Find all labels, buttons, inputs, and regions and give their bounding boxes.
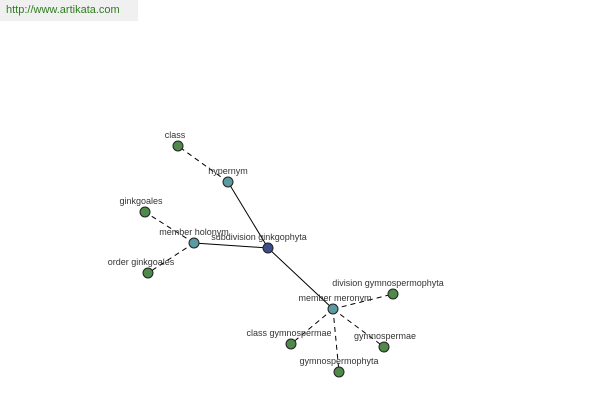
- edge-center-hypernym: [227, 181, 269, 249]
- label-ginkgoales: ginkgoales: [119, 196, 163, 206]
- node-member-holonym[interactable]: [188, 237, 200, 249]
- label-gymnospermophyta: gymnospermophyta: [299, 356, 378, 366]
- edge-meronym-gymnospermophyta: [332, 308, 340, 373]
- edge-center-member-holonym: [193, 242, 269, 249]
- label-hypernym: hypernym: [208, 166, 248, 176]
- node-division-gymnospermophyta[interactable]: [387, 288, 399, 300]
- label-center: subdivision ginkgophyta: [211, 232, 307, 242]
- node-class[interactable]: [172, 140, 184, 152]
- node-hypernym[interactable]: [222, 176, 234, 188]
- label-order-ginkgoales: order ginkgoales: [108, 257, 175, 267]
- edge-hypernym-class: [177, 145, 229, 183]
- node-member-meronym[interactable]: [327, 303, 339, 315]
- node-order-ginkgoales[interactable]: [142, 267, 154, 279]
- edge-center-member-meronym: [267, 247, 334, 310]
- edge-meronym-gymnospermae: [332, 308, 385, 348]
- node-gymnospermae[interactable]: [378, 341, 390, 353]
- edge-meronym-class-gymnospermae: [290, 308, 334, 345]
- edge-holonym-ginkgoales: [144, 211, 195, 244]
- label-class-gymnospermae: class gymnospermae: [246, 328, 331, 338]
- edge-meronym-division: [332, 293, 394, 310]
- watermark-link[interactable]: http://www.artikata.com: [0, 0, 138, 21]
- edge-holonym-order-ginkgoales: [147, 242, 195, 274]
- node-ginkgoales[interactable]: [139, 206, 151, 218]
- node-gymnospermophyta[interactable]: [333, 366, 345, 378]
- label-member-meronym: member meronym: [298, 293, 371, 303]
- label-division-gymnospermophyta: division gymnospermophyta: [332, 278, 444, 288]
- node-center[interactable]: [262, 242, 274, 254]
- node-class-gymnospermae[interactable]: [285, 338, 297, 350]
- label-class: class: [165, 130, 186, 140]
- label-member-holonym: member holonym: [159, 227, 229, 237]
- label-gymnospermae: gymnospermae: [354, 331, 416, 341]
